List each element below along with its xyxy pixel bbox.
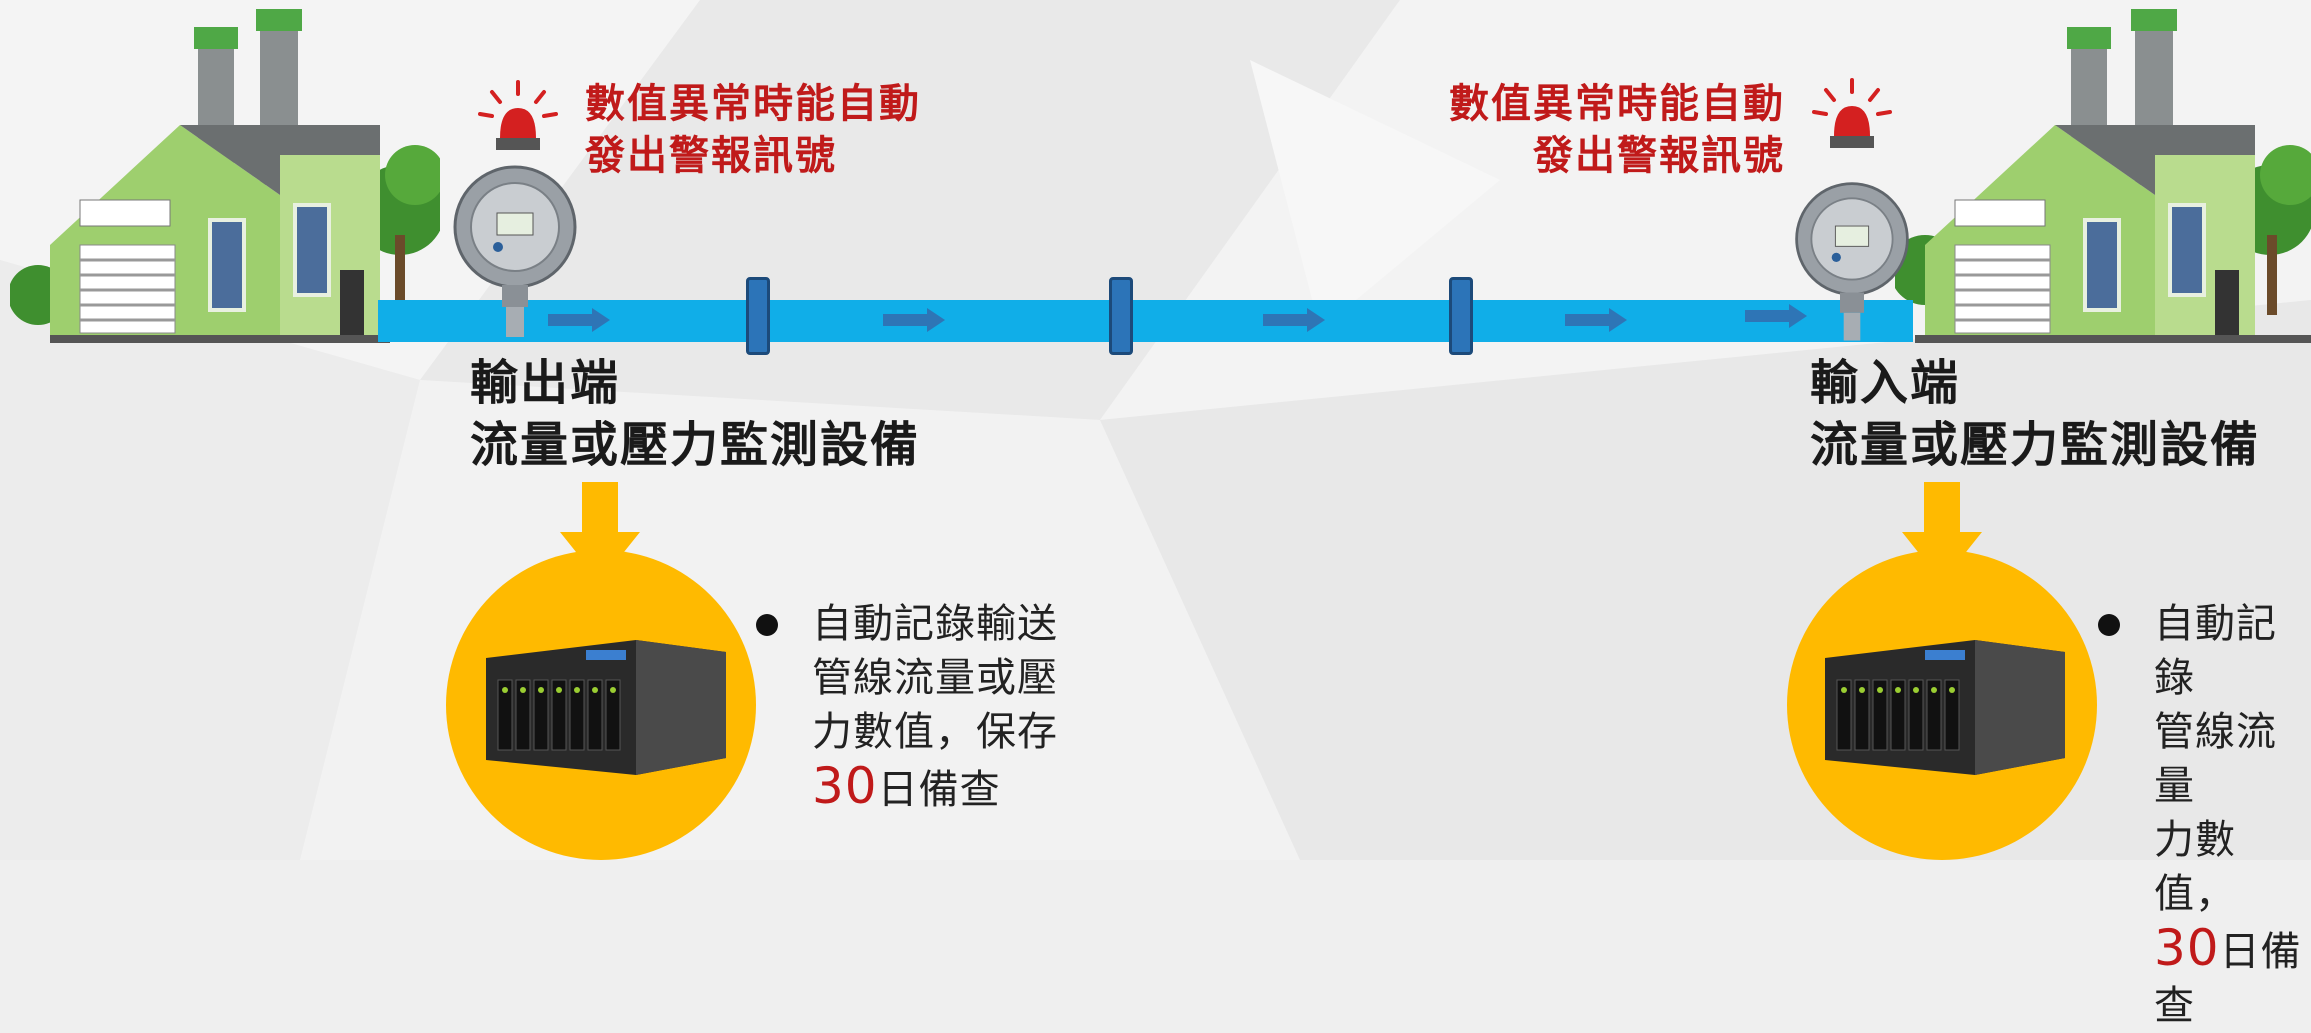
- days-number: 30: [812, 757, 878, 815]
- input-end-label: 輸入端 流量或壓力監測設備: [1810, 352, 2260, 476]
- alarm-text-right: 數值異常時能自動 發出警報訊號: [1440, 78, 1785, 182]
- bullet-line: 自動記錄輸送: [812, 601, 1058, 647]
- output-end-label: 輸出端 流量或壓力監測設備: [470, 352, 920, 476]
- alarm-line: 數值異常時能自動: [1449, 81, 1785, 127]
- bullet-line: 30日備查: [2154, 921, 2311, 1033]
- flow-arrow-icon: [1745, 304, 1807, 328]
- bullet-line: 管線流量: [2154, 709, 2277, 809]
- alarm-light-icon: [1812, 78, 1892, 148]
- pressure-sensor-icon: [453, 165, 577, 337]
- factory-icon: [1895, 9, 2311, 343]
- nas-server-icon: [1825, 640, 2065, 775]
- factory-icon: [10, 9, 440, 343]
- label-line: 輸出端: [470, 355, 621, 411]
- bullet-line: 力數值，保存: [812, 709, 1058, 755]
- bullet-dot: [2098, 614, 2120, 636]
- flow-arrow-icon: [1263, 308, 1325, 332]
- label-line: 流量或壓力監測設備: [470, 417, 921, 473]
- alarm-line: 數值異常時能自動: [585, 81, 921, 127]
- pressure-sensor-icon: [1795, 182, 1909, 341]
- pipe-coupling: [1449, 277, 1473, 355]
- label-line: 輸入端: [1810, 355, 1961, 411]
- alarm-light-icon: [478, 80, 558, 150]
- bullet-line: 管線流量或壓: [812, 655, 1058, 701]
- nas-server-icon: [486, 640, 726, 775]
- bullet-line: 力數值，: [2154, 817, 2236, 917]
- bullet-line: 自動記錄: [2154, 601, 2277, 701]
- bullet-text-left: 自動記錄輸送 管線流量或壓 力數值，保存 30日備查: [812, 597, 1058, 817]
- bullet-dot: [756, 614, 778, 636]
- bullet-line: 30日備查: [812, 759, 1058, 817]
- alarm-text-left: 數值異常時能自動 發出警報訊號: [585, 78, 921, 182]
- days-suffix: 日備查: [877, 767, 1001, 813]
- pipeline: [378, 300, 1913, 342]
- bullet-text-right: 自動記錄 管線流量 力數值， 30日備查: [2154, 597, 2311, 1033]
- flow-arrow-icon: [1565, 308, 1627, 332]
- alarm-line: 發出警報訊號: [585, 133, 837, 179]
- alarm-line: 發出警報訊號: [1533, 133, 1785, 179]
- days-number: 30: [2154, 919, 2220, 977]
- pipe-coupling: [746, 277, 770, 355]
- label-line: 流量或壓力監測設備: [1810, 417, 2261, 473]
- flow-arrow-icon: [883, 308, 945, 332]
- flow-arrow-icon: [548, 308, 610, 332]
- pipe-coupling: [1109, 277, 1133, 355]
